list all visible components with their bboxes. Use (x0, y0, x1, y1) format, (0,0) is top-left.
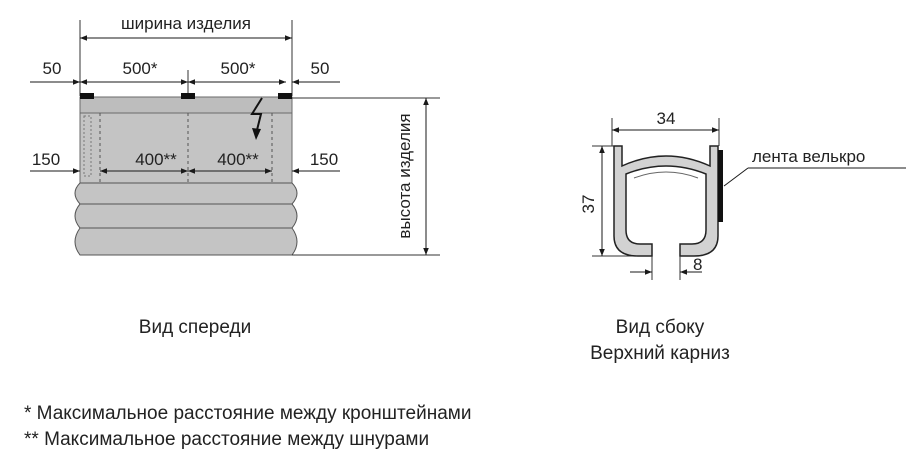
lightning-arrow-icon (252, 128, 261, 140)
profile-inner-curve (633, 171, 699, 179)
side-dim-width: 34 (657, 109, 676, 128)
footnote-brackets: * Максимальное расстояние между кронштей… (24, 403, 472, 424)
dim-400-a: 400** (135, 150, 177, 169)
dim-500-a: 500* (123, 59, 158, 78)
height-label: высота изделия (395, 113, 414, 238)
fold-2 (74, 203, 298, 229)
rail-profile (613, 145, 719, 257)
lightning-icon (250, 97, 263, 135)
side-view: 34 37 лента велькро 8 (579, 109, 906, 280)
side-caption-line1: Вид сбоку (615, 317, 705, 338)
fabric-panel (79, 112, 293, 184)
front-view-caption: Вид спереди (138, 317, 252, 338)
velcro-strip (718, 150, 723, 222)
side-dim-gap: 8 (693, 255, 702, 274)
dim-50-right: 50 (311, 59, 330, 78)
bracket-right (278, 93, 292, 99)
fold-3 (74, 227, 298, 256)
bracket-left (80, 93, 94, 99)
velcro-label: лента велькро (752, 147, 865, 166)
side-dim-height: 37 (579, 195, 598, 214)
footnote-cords: ** Максимальное расстояние между шнурами (24, 429, 430, 450)
fold-1 (74, 182, 298, 205)
width-label: ширина изделия (121, 14, 251, 33)
bracket-mid (181, 93, 195, 99)
dim-150-left: 150 (32, 150, 60, 169)
pull-cord (83, 115, 92, 177)
velcro-leader (723, 167, 749, 187)
dim-500-b: 500* (221, 59, 256, 78)
front-view: ширина изделия 50 500* 500* 50 (30, 14, 440, 256)
dim-400-b: 400** (217, 150, 259, 169)
dim-50-left: 50 (43, 59, 62, 78)
side-caption-line2: Верхний карниз (590, 343, 730, 364)
side-view-caption: Вид сбоку Верхний карниз (560, 315, 760, 367)
dim-150-right: 150 (310, 150, 338, 169)
